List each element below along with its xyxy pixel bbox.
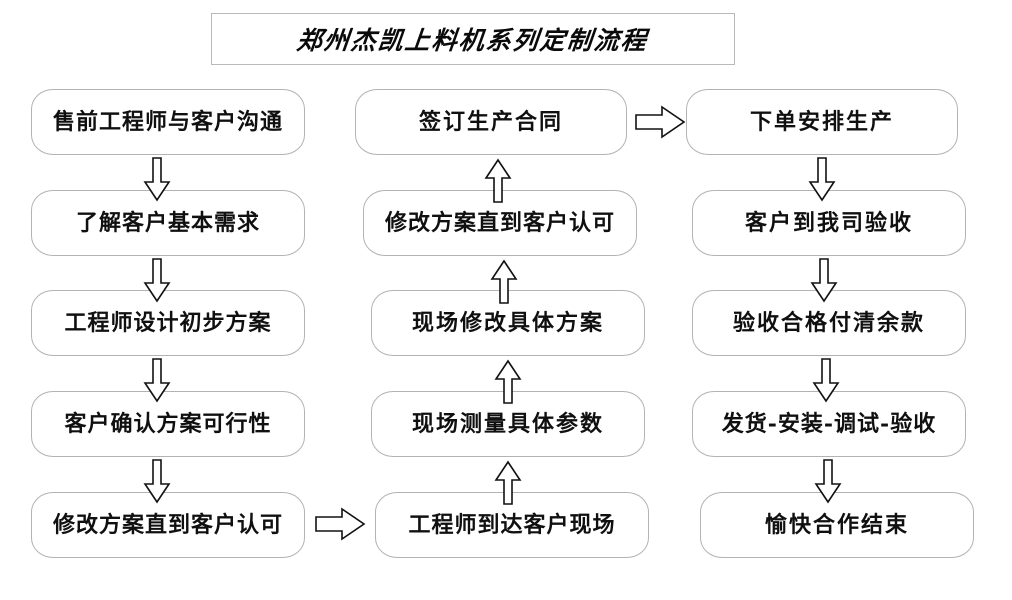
- arrow-right-icon: [315, 507, 366, 541]
- page-title: 郑州杰凯上料机系列定制流程: [295, 26, 650, 55]
- node-label: 修改方案直到客户认可: [384, 210, 615, 236]
- node-pay-balance-after-acceptance[interactable]: 验收合格付清余款: [692, 290, 966, 356]
- node-label: 客户确认方案可行性: [64, 411, 272, 437]
- node-label: 现场修改具体方案: [411, 310, 604, 336]
- node-label: 签订生产合同: [418, 109, 563, 135]
- node-pleasant-cooperation-end[interactable]: 愉快合作结束: [700, 492, 974, 558]
- node-label: 工程师到达客户现场: [408, 512, 616, 538]
- node-engineer-initial-design[interactable]: 工程师设计初步方案: [31, 290, 305, 356]
- node-label: 客户到我司验收: [744, 210, 913, 236]
- chart-title-box: 郑州杰凯上料机系列定制流程: [211, 13, 735, 65]
- node-engineer-arrive-onsite[interactable]: 工程师到达客户现场: [375, 492, 649, 558]
- arrow-right-icon: [635, 105, 686, 139]
- node-sign-production-contract[interactable]: 签订生产合同: [355, 89, 627, 155]
- node-label: 现场测量具体参数: [411, 411, 604, 437]
- node-pre-sales-communication[interactable]: 售前工程师与客户沟通: [31, 89, 305, 155]
- node-label: 愉快合作结束: [764, 512, 909, 538]
- node-customer-confirm-feasibility[interactable]: 客户确认方案可行性: [31, 391, 305, 457]
- node-label: 工程师设计初步方案: [64, 310, 272, 336]
- node-ship-install-debug-accept[interactable]: 发货-安装-调试-验收: [692, 391, 966, 457]
- node-label: 验收合格付清余款: [732, 310, 925, 336]
- node-customer-inspection-at-company[interactable]: 客户到我司验收: [692, 190, 966, 256]
- node-place-order-schedule-production[interactable]: 下单安排生产: [686, 89, 958, 155]
- node-onsite-revise-plan[interactable]: 现场修改具体方案: [371, 290, 645, 356]
- node-label: 售前工程师与客户沟通: [52, 109, 283, 135]
- node-onsite-measure-parameters[interactable]: 现场测量具体参数: [371, 391, 645, 457]
- node-label: 发货-安装-调试-验收: [721, 411, 937, 437]
- node-label: 修改方案直到客户认可: [52, 512, 283, 538]
- node-label: 了解客户基本需求: [75, 210, 260, 236]
- node-revise-until-approved-left[interactable]: 修改方案直到客户认可: [31, 492, 305, 558]
- node-label: 下单安排生产: [749, 109, 894, 135]
- node-revise-until-approved-middle[interactable]: 修改方案直到客户认可: [363, 190, 637, 256]
- node-understand-requirements[interactable]: 了解客户基本需求: [31, 190, 305, 256]
